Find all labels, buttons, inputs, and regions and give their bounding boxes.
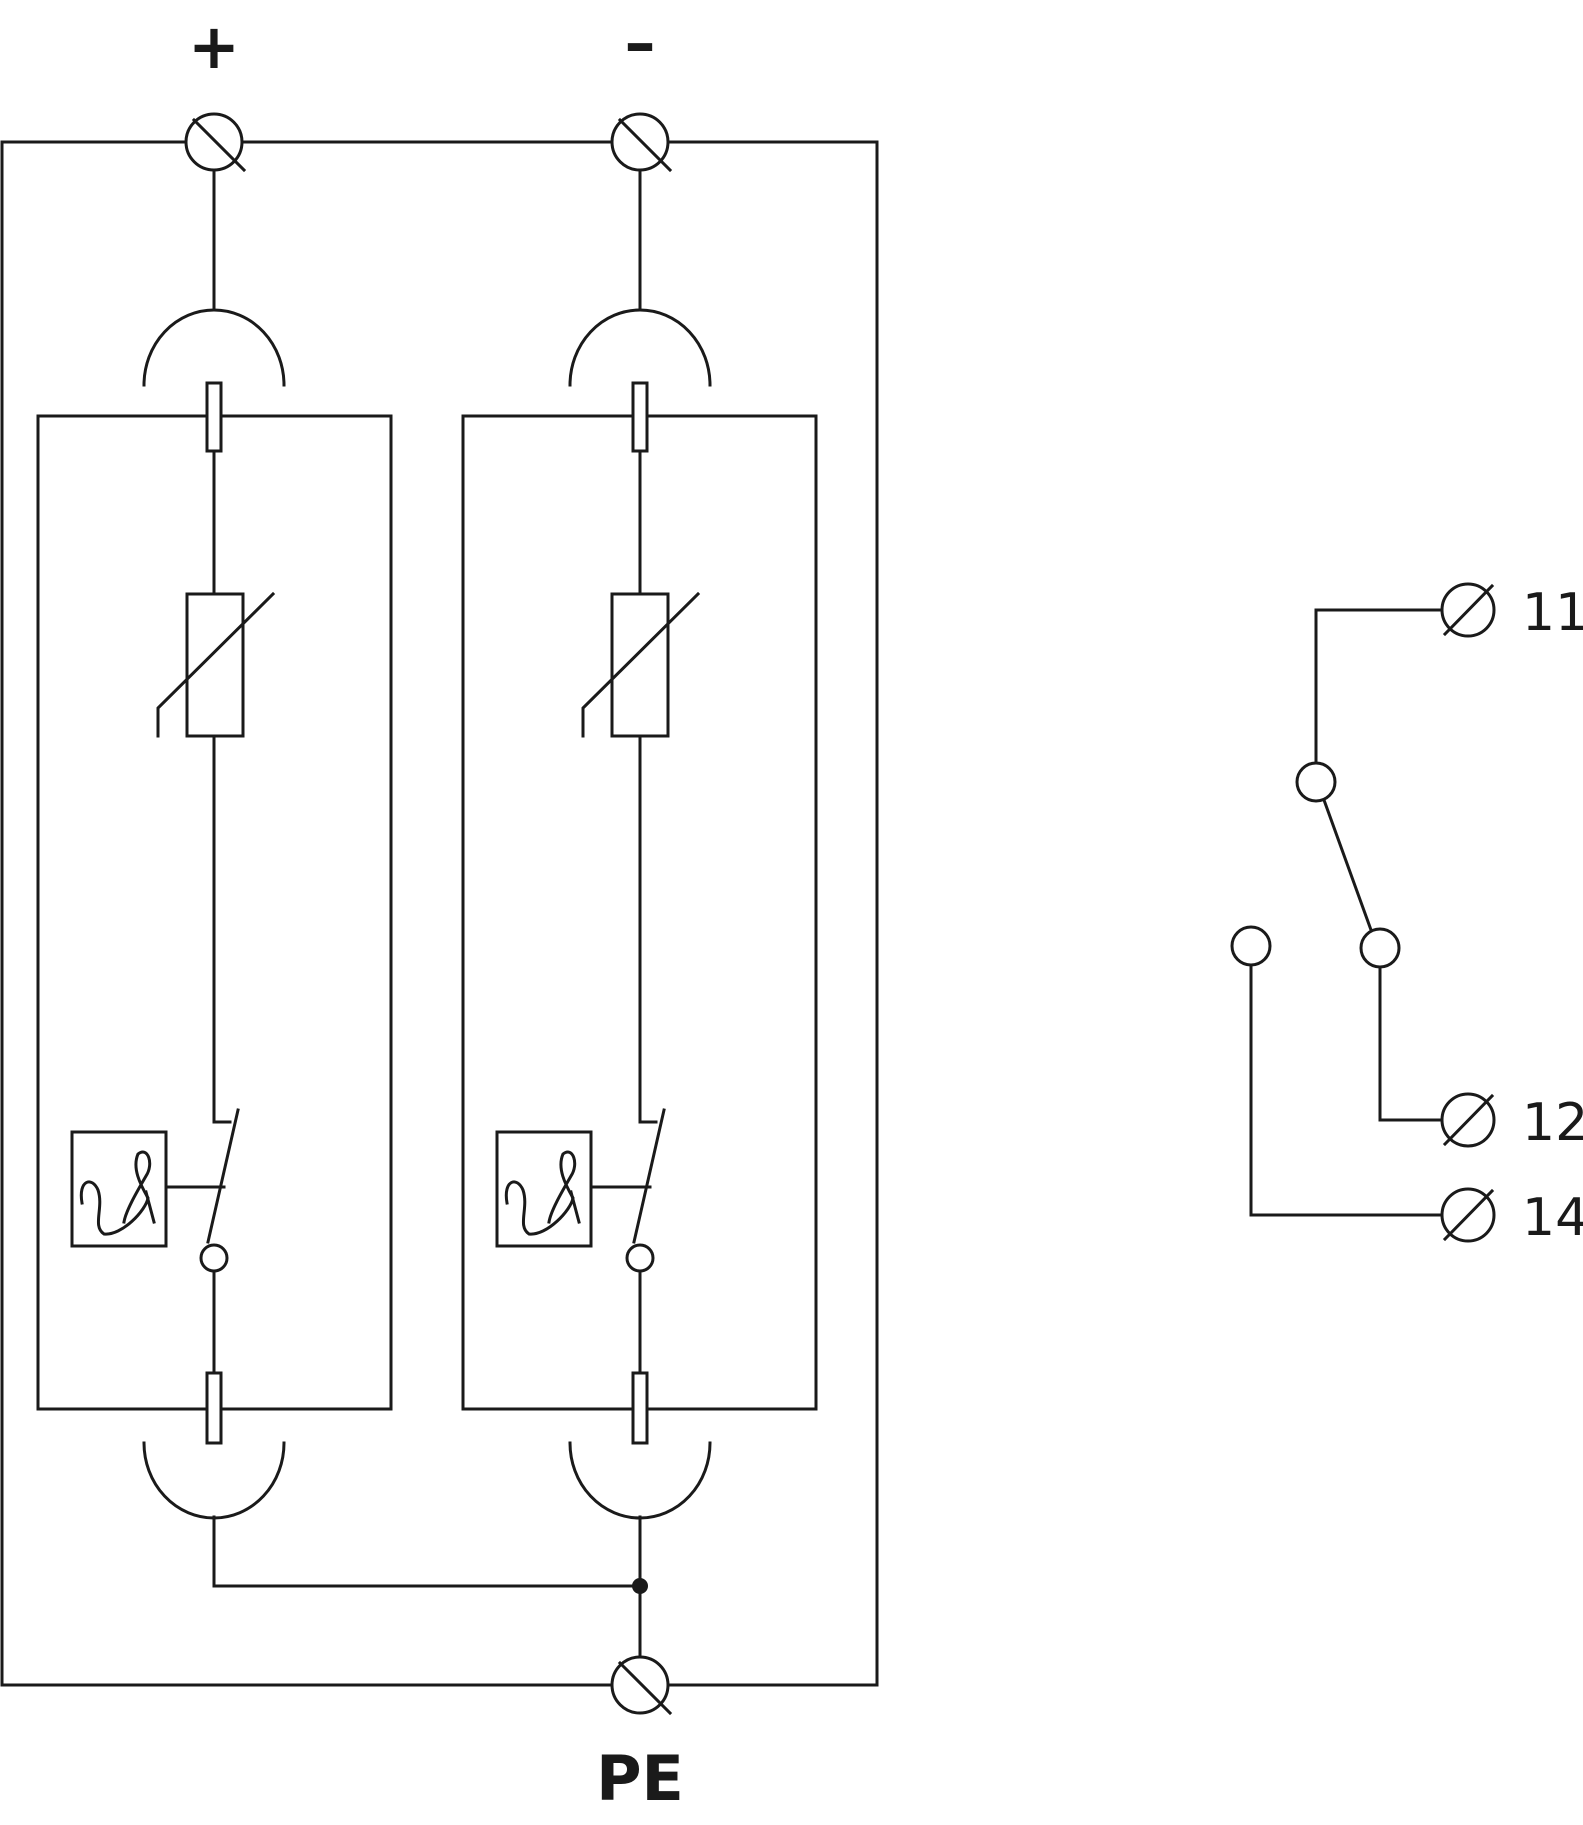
terminal-pe (610, 1655, 673, 1716)
terminal-12-label: 12 (1522, 1093, 1583, 1153)
junction-dot (632, 1578, 648, 1594)
plus-label: + (188, 10, 240, 83)
terminal-12 (1440, 1092, 1496, 1148)
outer-enclosure (0, 140, 879, 1687)
module-plus (36, 168, 393, 1520)
remote-signal-contact (1230, 608, 1444, 1217)
minus-label: – (625, 6, 656, 79)
terminal-14 (1440, 1187, 1496, 1243)
varistor-minus (610, 592, 670, 738)
terminal-14-label: 14 (1522, 1188, 1583, 1248)
thermal-disconnector-minus (495, 1130, 593, 1248)
module-minus (461, 168, 818, 1520)
terminal-11-label: 11 (1522, 583, 1583, 643)
terminal-minus (610, 112, 673, 173)
pe-label: PE (596, 1742, 684, 1815)
pe-connection (212, 1515, 648, 1659)
thermal-disconnector-plus (70, 1130, 168, 1248)
terminal-11 (1440, 582, 1496, 638)
terminal-plus (184, 112, 247, 173)
varistor-plus (185, 592, 245, 738)
